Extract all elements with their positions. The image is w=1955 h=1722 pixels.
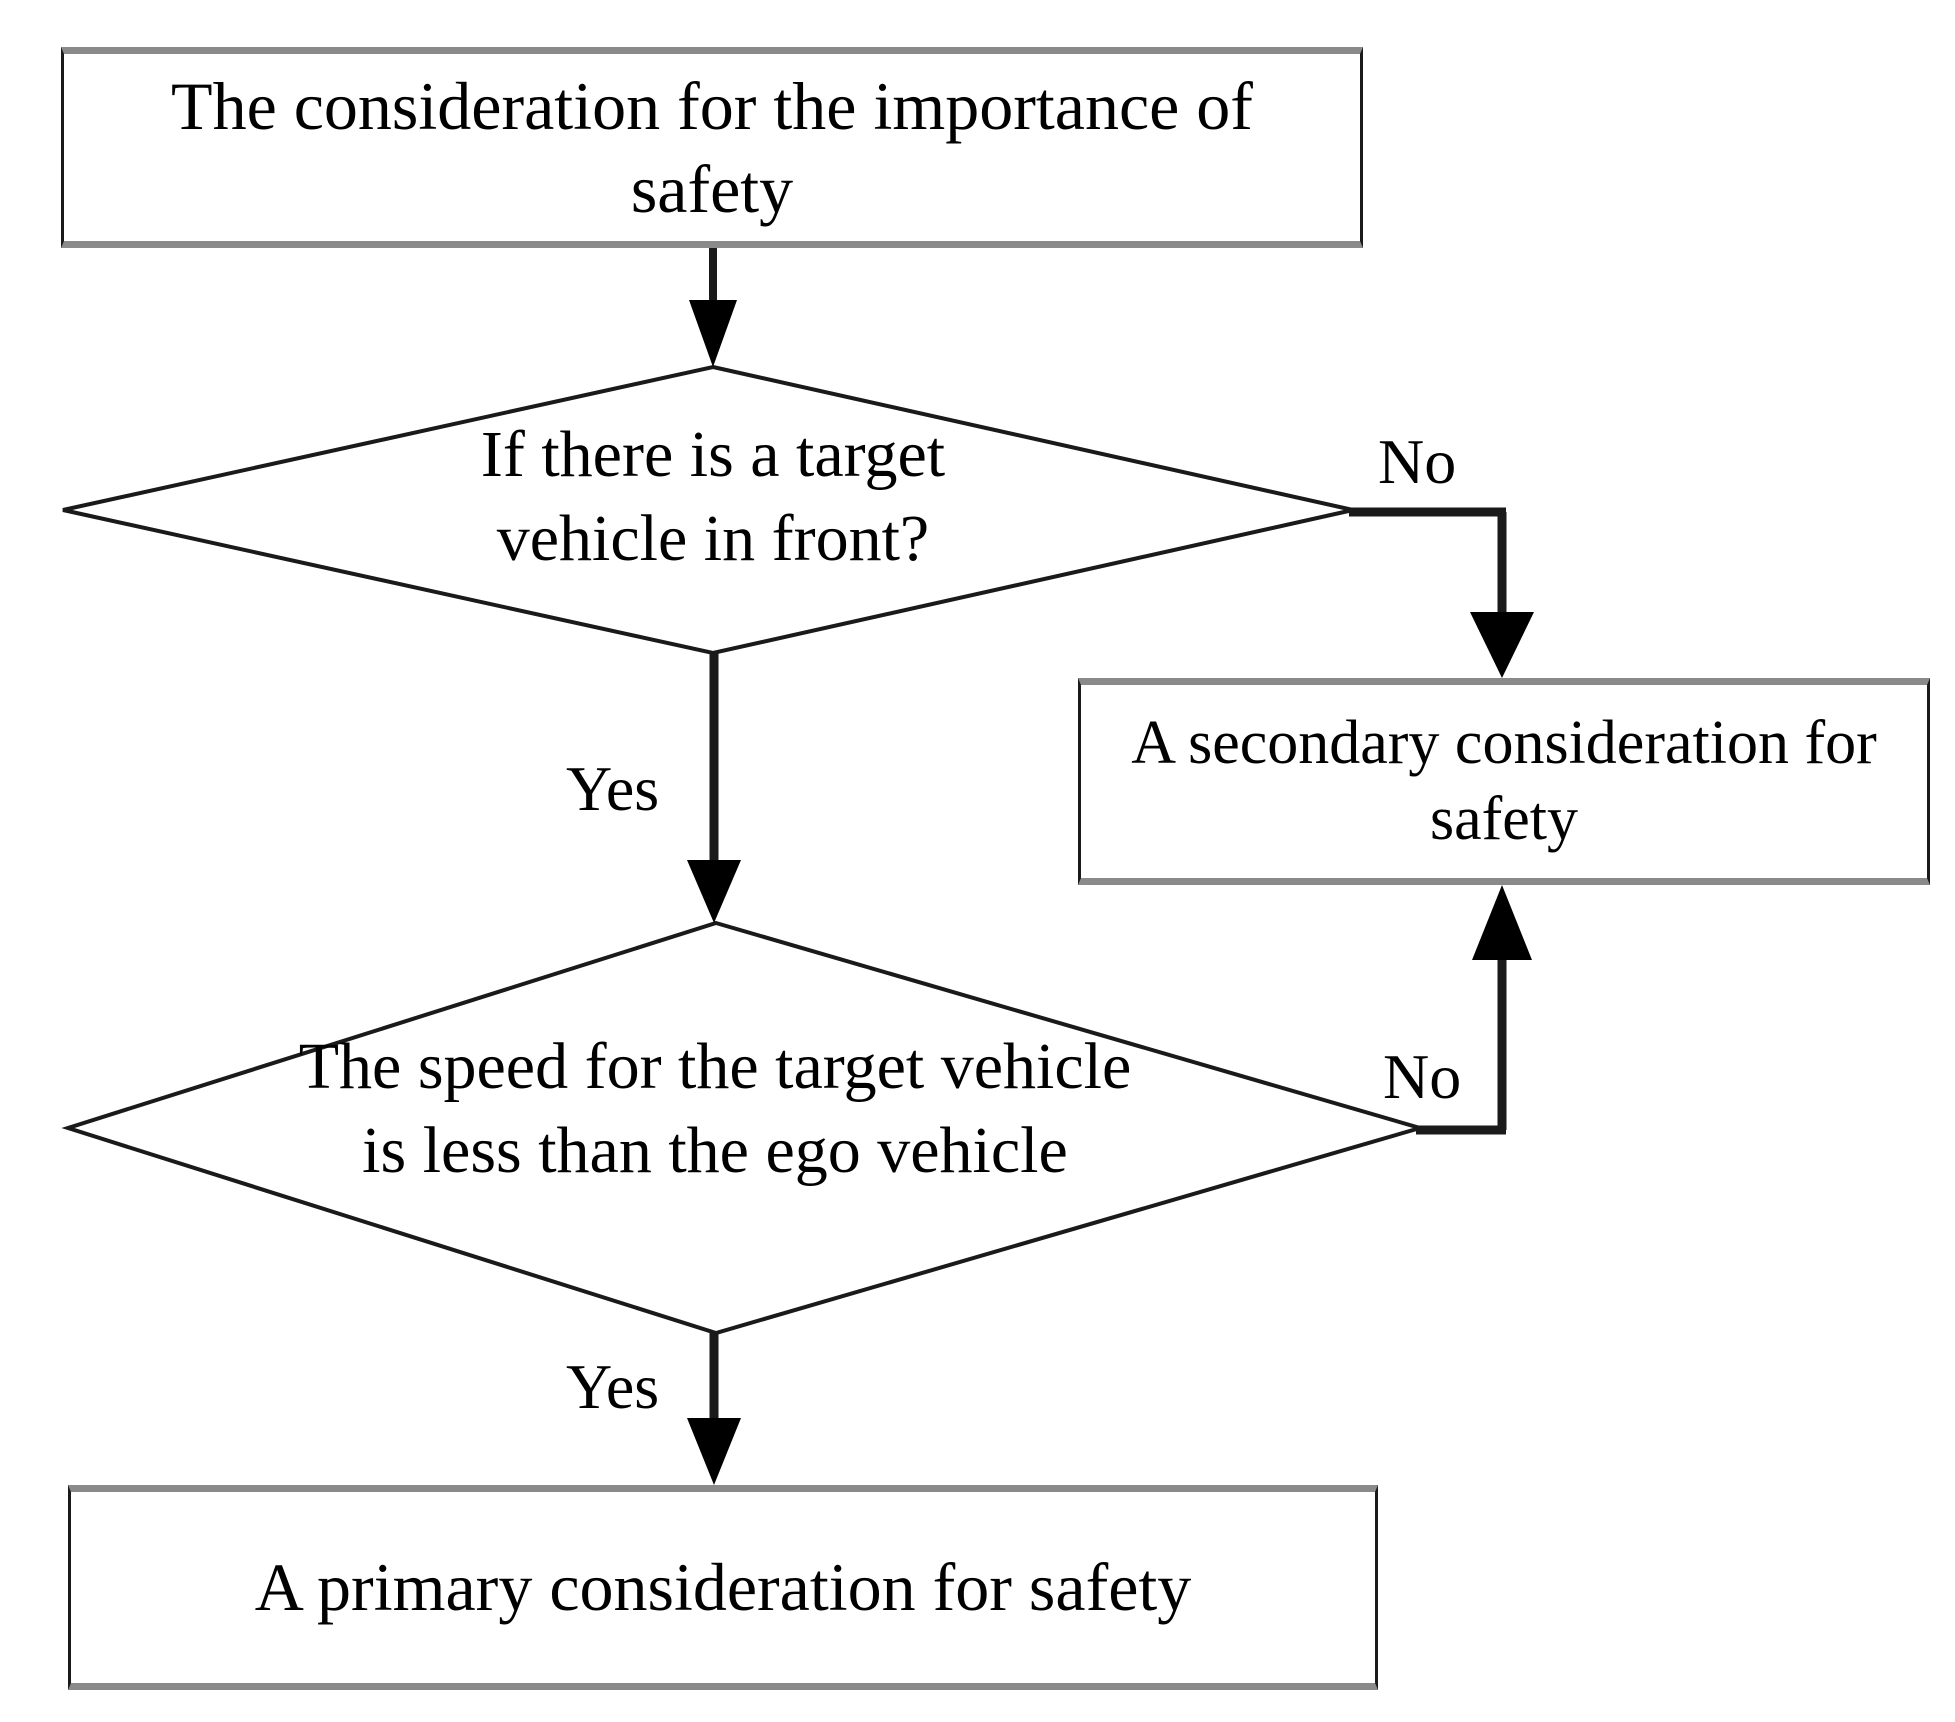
primary-consideration-box-text: A primary consideration for safety (254, 1549, 1192, 1626)
start-process-box-text: The consideration for the importance of … (171, 67, 1253, 227)
secondary-consideration-box[interactable]: A secondary consideration for safety (1078, 678, 1930, 885)
secondary-consideration-box-text: A secondary consideration for safety (1131, 708, 1877, 853)
primary-consideration-box[interactable]: A primary consideration for safety (68, 1485, 1378, 1690)
edge-label-decision1-no: No (1378, 426, 1457, 497)
start-process-box[interactable]: The consideration for the importance of … (61, 47, 1363, 248)
edge-decision2-yes-arrowhead (687, 1418, 741, 1485)
edge-decision1-yes-arrowhead (687, 860, 741, 923)
edge-label-decision2-yes: Yes (566, 1351, 660, 1422)
edge-start-to-decision1-arrowhead (689, 300, 737, 367)
edge-decision1-no-arrowhead (1470, 612, 1534, 678)
edge-decision2-no-arrowhead (1472, 885, 1532, 960)
edge-label-decision1-yes: Yes (566, 753, 660, 824)
decision-1-label: If there is a target vehicle in front? (480, 418, 946, 576)
edge-label-decision2-no: No (1383, 1041, 1462, 1112)
decision-2-label: The speed for the target vehicle is less… (298, 1030, 1132, 1188)
